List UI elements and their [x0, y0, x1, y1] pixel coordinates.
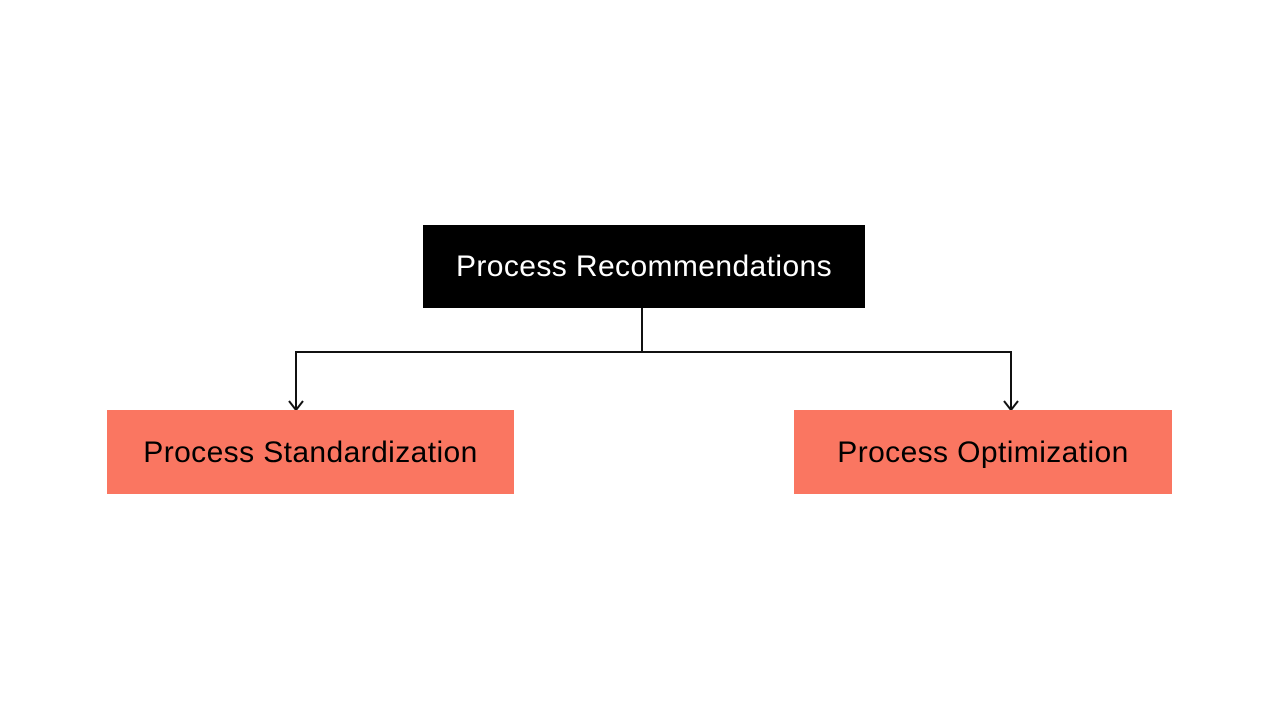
arrowhead-right-icon [1003, 400, 1019, 412]
arrowhead-left-icon [288, 400, 304, 412]
root-node-label: Process Recommendations [455, 250, 833, 283]
child-node-standardization-label: Process Standardization [143, 435, 478, 469]
root-node: Process Recommendations [423, 225, 865, 308]
child-node-standardization: Process Standardization [107, 410, 514, 494]
child-node-optimization-label: Process Optimization [837, 435, 1129, 469]
child-node-optimization: Process Optimization [794, 410, 1172, 494]
